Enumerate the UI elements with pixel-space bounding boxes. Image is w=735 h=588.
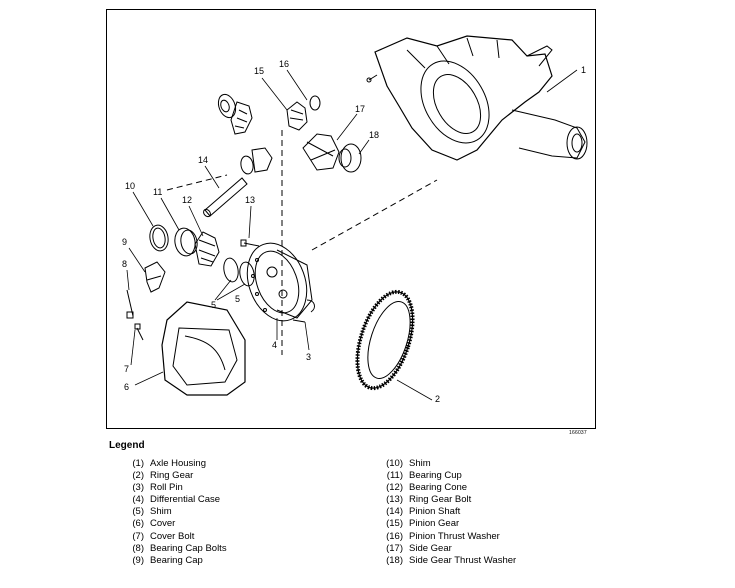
- legend-item: (10) Shim: [380, 458, 516, 470]
- ring-gear-part: [355, 289, 415, 391]
- legend-item-number: (7): [132, 530, 144, 542]
- legend-item-number: (4): [132, 494, 144, 506]
- axle-housing-part: [366, 35, 588, 161]
- legend-item-number: (5): [132, 506, 144, 518]
- legend-item: (8) Bearing Cap Bolts: [126, 542, 227, 555]
- legend-item: (4) Differential Case: [126, 494, 227, 506]
- legend-item-number: (12): [386, 482, 403, 494]
- legend-item-label: Ring Gear Bolt: [409, 494, 472, 506]
- legend-item-number: (17): [386, 542, 403, 554]
- legend-item-label: Side Gear: [409, 542, 452, 554]
- differential-case-part: [246, 242, 315, 323]
- legend-item-label: Axle Housing: [150, 458, 206, 469]
- legend-item-label: Pinion Gear: [409, 518, 460, 530]
- legend-item-label: Bearing Cap Bolts: [150, 542, 227, 554]
- alignment-lines: [166, 130, 438, 355]
- legend-item: (14) Pinion Shaft: [380, 506, 516, 518]
- callout-16: 16: [279, 59, 289, 69]
- legend-item-number: (18): [386, 554, 403, 566]
- legend-item-label: Bearing Cup: [409, 470, 462, 482]
- legend-title: Legend: [109, 440, 145, 451]
- side-gear-part: [302, 133, 362, 173]
- legend-item: (12) Bearing Cone: [380, 482, 516, 494]
- callout-12: 12: [182, 195, 192, 205]
- callout-13: 13: [245, 195, 255, 205]
- callout-15: 15: [254, 66, 264, 76]
- legend-item: (18) Side Gear Thrust Washer: [380, 555, 516, 567]
- callout-9: 9: [122, 237, 127, 247]
- bearing-cap-part: [126, 261, 166, 319]
- legend-item: (17) Side Gear: [380, 543, 516, 555]
- legend-item: (5) Shim: [126, 506, 227, 518]
- legend-item: (15) Pinion Gear: [380, 518, 516, 530]
- legend-item-label: Cover: [150, 518, 176, 530]
- legend-item-label: Differential Case: [150, 494, 221, 506]
- leader-lines: [126, 69, 578, 401]
- legend-item-label: Bearing Cap: [150, 554, 203, 566]
- callout-3: 3: [306, 352, 311, 362]
- exploded-view-diagram: 1 2 3 4 5 5 6 7 8 9 10 11 12 13 14 15 16…: [106, 9, 596, 429]
- figure-id-code: 166037: [569, 430, 587, 436]
- legend-item-number: (10): [386, 458, 403, 469]
- legend-item-number: (13): [386, 494, 403, 506]
- legend-item-number: (8): [132, 542, 144, 554]
- callout-8: 8: [122, 259, 127, 269]
- legend-item: (9) Bearing Cap: [126, 555, 227, 567]
- cover-part: [134, 301, 246, 396]
- shim-parts: [223, 257, 255, 287]
- legend-item-number: (1): [132, 458, 144, 469]
- legend-item: (1) Axle Housing: [126, 458, 227, 470]
- callout-17: 17: [355, 104, 365, 114]
- callout-1: 1: [581, 65, 586, 75]
- callout-6: 6: [124, 382, 129, 392]
- legend-item-number: (16): [386, 530, 403, 542]
- legend-item-label: Side Gear Thrust Washer: [409, 554, 517, 566]
- legend-item-label: Bearing Cone: [409, 482, 468, 494]
- legend-item-number: (9): [132, 554, 144, 566]
- legend-item-label: Roll Pin: [150, 482, 183, 494]
- legend-item: (13) Ring Gear Bolt: [380, 494, 516, 506]
- pinion-gear-part: [217, 93, 321, 175]
- legend-item: (2) Ring Gear: [126, 470, 227, 482]
- legend-item-label: Pinion Thrust Washer: [409, 530, 500, 542]
- legend-item: (16) Pinion Thrust Washer: [380, 531, 516, 543]
- legend-item-number: (2): [132, 470, 144, 482]
- callout-5a: 5: [211, 300, 216, 310]
- callout-4: 4: [272, 340, 277, 350]
- legend-right-column: (10) Shim (11) Bearing Cup (12) Bearing Con…: [380, 458, 516, 567]
- legend-item-label: Ring Gear: [150, 470, 194, 482]
- legend-item: (7) Cover Bolt: [126, 531, 227, 543]
- callout-labels: 1 2 3 4 5 5 6 7 8 9 10 11 12 13 14 15 16…: [122, 59, 586, 404]
- legend-item-number: (15): [386, 518, 403, 530]
- ring-gear-bolt-part: [240, 239, 260, 247]
- legend-item-label: Pinion Shaft: [409, 506, 461, 518]
- diagram-canvas: 1 2 3 4 5 5 6 7 8 9 10 11 12 13 14 15 16…: [122, 35, 588, 404]
- legend-item: (3) Roll Pin: [126, 482, 227, 494]
- callout-10: 10: [125, 181, 135, 191]
- legend-item: (11) Bearing Cup: [380, 470, 516, 482]
- callout-18: 18: [369, 130, 379, 140]
- callout-7: 7: [124, 364, 129, 374]
- bearing-parts: [149, 224, 220, 267]
- legend-left-column: (1) Axle Housing (2) Ring Gear (3) Roll Pin…: [126, 458, 227, 567]
- legend-item-number: (6): [132, 518, 144, 530]
- callout-5b: 5: [235, 294, 240, 304]
- legend-item: (6) Cover: [126, 518, 227, 530]
- legend-item-label: Shim: [409, 458, 431, 469]
- callout-14: 14: [198, 155, 208, 165]
- legend-item-number: (14): [386, 506, 403, 518]
- pinion-shaft-part: [203, 177, 248, 218]
- callout-2: 2: [435, 394, 440, 404]
- legend-item-number: (11): [386, 470, 403, 482]
- callout-11: 11: [153, 187, 162, 197]
- legend-item-label: Shim: [150, 506, 172, 518]
- legend-item-number: (3): [132, 482, 144, 494]
- legend-item-label: Cover Bolt: [150, 530, 195, 542]
